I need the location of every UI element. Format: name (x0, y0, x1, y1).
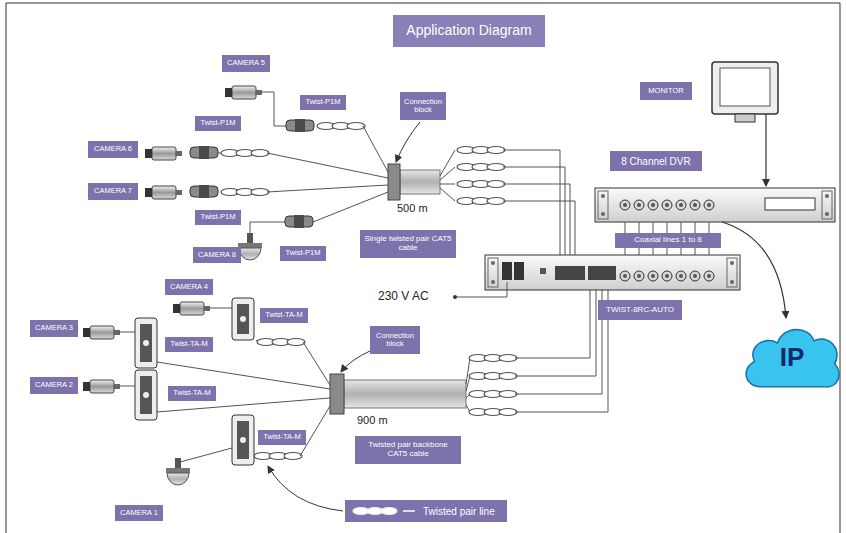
box-label: Twist-TA-M (170, 340, 207, 348)
box-label: CAMERA 1 (120, 509, 158, 517)
box-label: MONITOR (648, 87, 683, 95)
box-label: CAMERA 5 (227, 59, 265, 67)
box-label: Twist-TA-M (173, 389, 210, 397)
label-box: Twist-TA-M (168, 386, 216, 401)
box-label: CAMERA 8 (198, 251, 236, 259)
label-box: Connection block (400, 92, 446, 120)
label-text: 900 m (357, 414, 388, 426)
box-label: CAMERA 2 (35, 381, 73, 389)
cloud-label: IP (780, 343, 805, 372)
box-label: Coaxial lines 1 to 8 (634, 236, 702, 245)
label-box: CAMERA 4 (165, 279, 213, 295)
box-label: Twist-P1M (200, 119, 235, 127)
label-box: Twisted pair backbone CAT5 cable (355, 436, 461, 464)
title-box: Application Diagram (393, 15, 545, 47)
label: 900 m (357, 414, 388, 426)
twisted-pair-sample (351, 505, 417, 517)
box-label: CAMERA 7 (94, 187, 132, 195)
label-box: CAMERA 7 (88, 183, 138, 200)
box-label: TWIST-8RC-AUTO (606, 306, 674, 315)
label-box: Twist-P1M (195, 210, 241, 225)
box-label: Connection block (404, 98, 442, 115)
label-box: Twist-TA-M (165, 337, 213, 352)
label-box: TWIST-8RC-AUTO (598, 300, 682, 320)
box-label: Connection block (374, 332, 416, 349)
box-label: Twist-P1M (305, 98, 340, 106)
title: Application Diagram (406, 23, 531, 38)
label-box: Twist-P1M (300, 95, 346, 110)
box-label: Twist-P1M (285, 249, 320, 257)
label-box: CAMERA 2 (30, 377, 78, 394)
label: 500 m (397, 202, 428, 214)
box-label: CAMERA 3 (35, 324, 73, 332)
label-box: CAMERA 3 (30, 320, 78, 337)
box-label: CAMERA 6 (94, 145, 132, 153)
box-label: Single twisted pair CAT5 cable (364, 235, 452, 253)
label-box: Coaxial lines 1 to 8 (615, 233, 721, 248)
label-box: Twist-TA-M (258, 430, 306, 445)
label-box: CAMERA 1 (115, 505, 163, 521)
label-box: CAMERA 6 (88, 141, 138, 158)
ip-cloud: IP (740, 318, 844, 396)
label-box: Connection block (370, 326, 420, 354)
label-box: CAMERA 5 (222, 55, 270, 72)
label-text: 500 m (397, 202, 428, 214)
box-label: CAMERA 4 (170, 283, 208, 291)
box-label: Twisted pair backbone CAT5 cable (359, 441, 457, 459)
label-box: Twist-P1M (195, 116, 241, 131)
label-text: 230 V AC (378, 289, 429, 303)
legend-box: Twisted pair line (345, 500, 507, 522)
box-label: Twist-TA-M (265, 311, 302, 319)
legend-text: Twisted pair line (423, 506, 495, 517)
box-label: Twist-P1M (200, 213, 235, 221)
label-box: Twist-P1M (280, 246, 326, 261)
box-label: Twist-TA-M (263, 433, 300, 441)
label-box: Twist-TA-M (260, 308, 308, 323)
label: 230 V AC (378, 289, 429, 303)
label-box: 8 Channel DVR (610, 151, 702, 171)
label-box: CAMERA 8 (193, 247, 241, 263)
label-box: Single twisted pair CAT5 cable (360, 230, 456, 258)
box-label: 8 Channel DVR (621, 156, 690, 167)
label-box: MONITOR (640, 82, 692, 100)
